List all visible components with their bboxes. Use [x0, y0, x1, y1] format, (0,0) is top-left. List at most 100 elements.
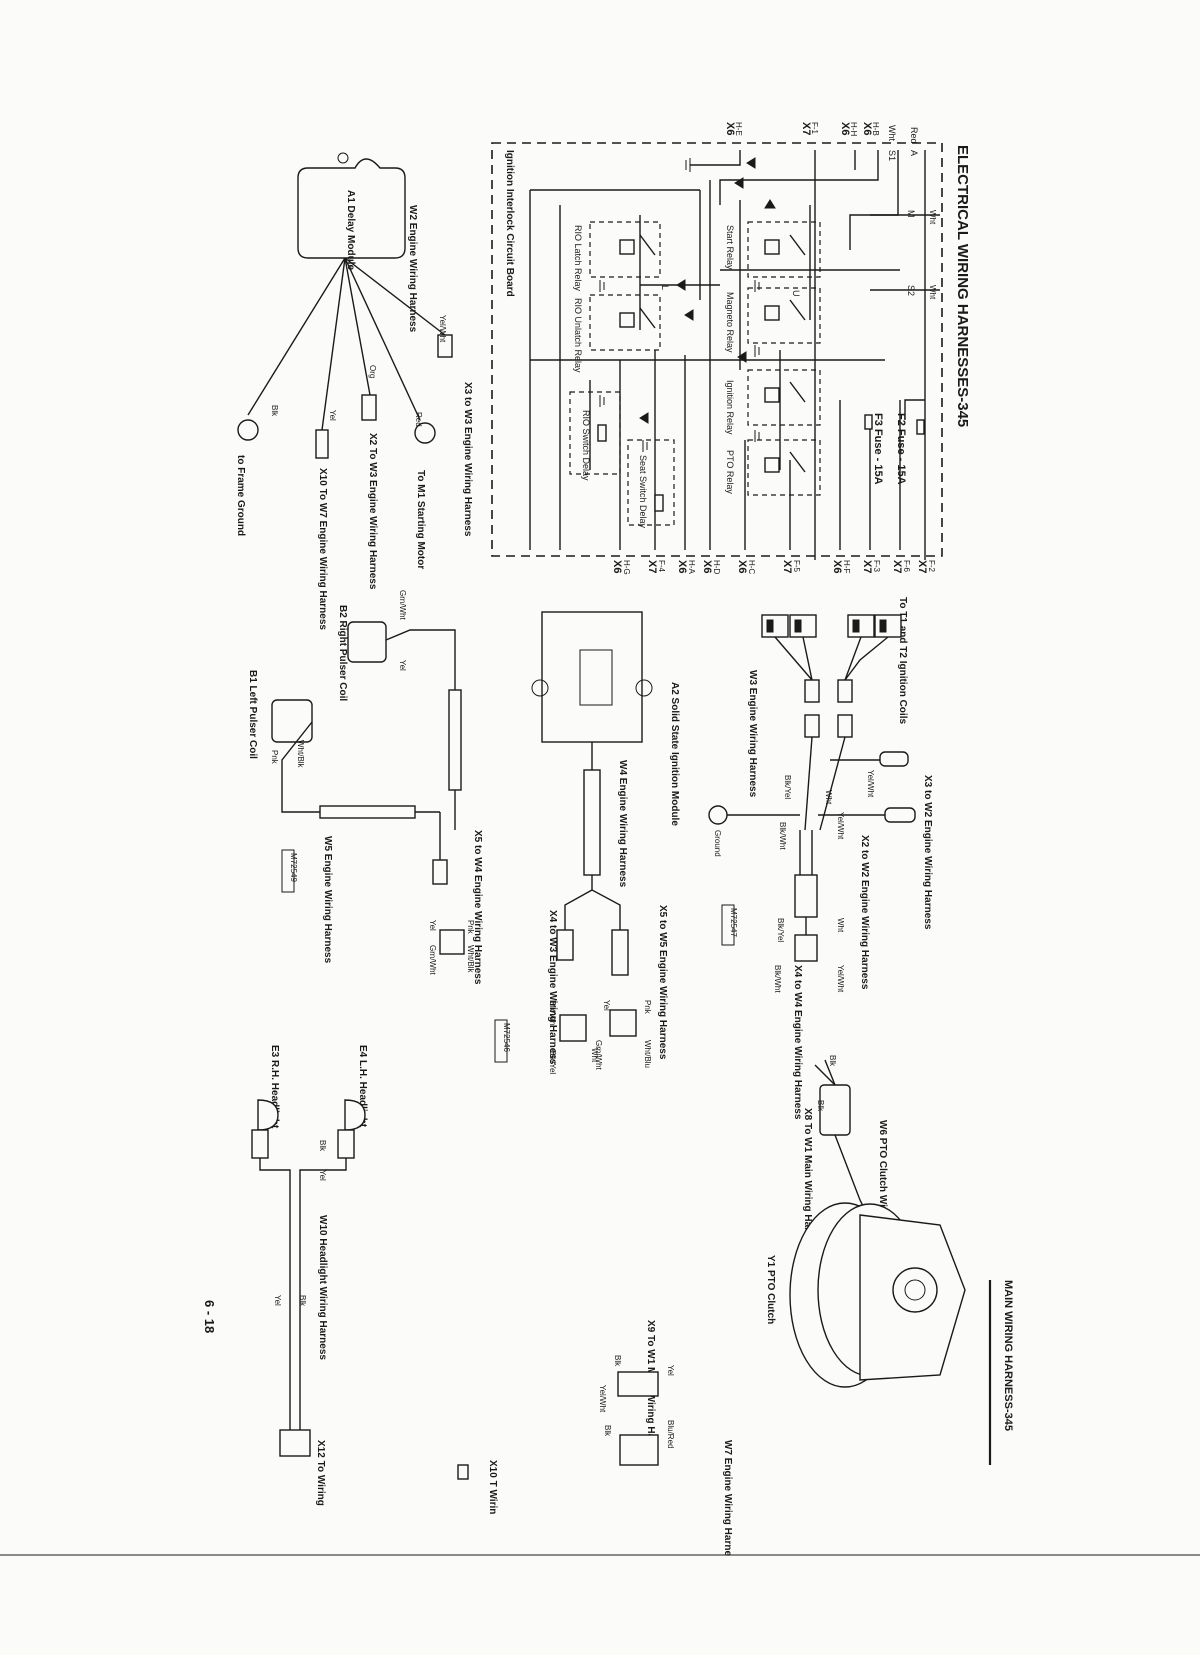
- delay-dest-m1: To M1 Starting Motor: [415, 470, 426, 569]
- w3-wire-8: Yel/Wht: [836, 965, 845, 993]
- top-connector-5-pin: F-5: [792, 560, 801, 573]
- diode-6: [737, 351, 747, 363]
- w3-ground-terminal: [708, 805, 728, 825]
- diagram-title: ELECTRICAL WIRING HARNESSES-345: [954, 145, 971, 427]
- delay-terminal-red: [414, 422, 436, 444]
- w3-lead-1: [844, 636, 889, 681]
- connector-x6-hh-name: X6: [839, 122, 851, 135]
- delay-connector-org: [361, 394, 377, 421]
- w3-wire-3: Wht: [824, 790, 833, 805]
- start-relay: Start Relay: [725, 221, 821, 278]
- delay-connector-yel: [315, 429, 329, 459]
- seat-switch-delay-outline: [627, 439, 675, 526]
- w3-wire-4: Yel/Wht: [836, 812, 845, 840]
- headlight-group: E4 L.H. Headlight E3 R.H. Headlight W10 …: [251, 1045, 368, 1506]
- pto-clutch-label: Y1 PTO Clutch: [765, 1255, 776, 1324]
- delay-wire-red: [344, 257, 421, 421]
- delay-wire-yel: [321, 257, 346, 431]
- pto-clutch-group: W6 PTO Clutch Wiring Harness X8 To W1 Ma…: [765, 1055, 966, 1388]
- connector-x6-hb-pin: H-B: [871, 122, 880, 136]
- top-connector-7-name: X6: [701, 560, 713, 573]
- circuit-board-label: Ignition Interlock Circuit Board: [504, 150, 515, 297]
- w5-harness-label: W5 Engine Wiring Harness: [322, 836, 333, 964]
- top-connector-8-pin: H-A: [687, 560, 696, 574]
- pto-relay-outline: [747, 439, 821, 496]
- ignition-relay-outline: [747, 369, 821, 426]
- w5-right-lead: [385, 629, 456, 830]
- headlight-wire-blk: Blk: [318, 1140, 327, 1152]
- delay-dest-x10: X10 To W7 Engine Wiring Harness: [317, 468, 328, 630]
- diode-3: [764, 199, 776, 209]
- pto-relay-contact: [789, 451, 806, 473]
- w7-wire-yelwht: Yel/Wht: [598, 1385, 607, 1413]
- delay-wire-label-yelwht: Yel/Wht: [438, 315, 447, 343]
- w3-x3-label: X3 to W2 Engine Wiring Harness: [922, 775, 933, 930]
- unlatch-relay-contact: [639, 307, 656, 329]
- delay-wire-label-org: Org: [368, 365, 377, 378]
- w4-x5-label: X5 to W5 Engine Wiring Harness: [657, 905, 668, 1060]
- pto-relay: PTO Relay: [725, 439, 821, 496]
- headlight-wire-blk-2: Blk: [298, 1295, 307, 1307]
- w5-wire-6: Wht/Blk: [466, 945, 475, 974]
- delay-wire-label-blk: Blk: [270, 405, 279, 417]
- top-connector-4-pin: H-F: [842, 560, 851, 573]
- coil-connector-2-pin: [852, 619, 860, 633]
- connector-red-pin: A: [909, 150, 919, 156]
- top-connector-2-name: X7: [891, 560, 903, 573]
- w3-lead-2: [844, 636, 862, 681]
- coil-connector-1: [874, 614, 902, 638]
- right-pulser-label: B2 Right Pulser Coil: [337, 605, 348, 701]
- fuse-f2: F2 Fuse - 15A: [895, 413, 925, 485]
- w3-x2-label: X2 to W2 Engine Wiring Harness: [859, 835, 870, 990]
- headlight-lh-label: E4 L.H. Headlight: [357, 1045, 368, 1128]
- w4-wire-wht: Wht: [590, 1048, 599, 1063]
- ignition-relay-contact: [789, 381, 806, 403]
- fuse-f3-label: F3 Fuse - 15A: [872, 413, 884, 485]
- headlight-x12-label: X12 To Wiring: [315, 1440, 326, 1506]
- headlight-wire-yel-2: Yel: [273, 1295, 282, 1306]
- fuse-f3: F3 Fuse - 15A: [864, 413, 884, 485]
- w3-ground-label: Ground: [713, 830, 722, 857]
- w3-connector-body: [794, 874, 818, 918]
- w4-branch-x4: [564, 889, 593, 930]
- delay-module-label: A1 Delay Module: [345, 190, 356, 270]
- w4-harness-group: A2 Solid State Ignition Module W4 Engine…: [494, 611, 680, 1074]
- wire-label-s2: S2: [906, 285, 916, 296]
- top-connector-8-name: X6: [676, 560, 688, 573]
- w4-x4-endview: [559, 1014, 587, 1042]
- delay-wire-label-red: Red: [414, 412, 423, 427]
- top-connector-9-pin: F-4: [657, 560, 666, 573]
- left-pulser-label: B1 Left Pulser Coil: [247, 670, 258, 759]
- pto-lead-b: [824, 1059, 836, 1086]
- w3-wire-7: Wht: [836, 918, 845, 933]
- delay-dest-x2: X2 To W3 Engine Wiring Harness: [367, 433, 378, 590]
- coil-connector-2: [847, 614, 875, 638]
- top-connector-6-name: X6: [736, 560, 748, 573]
- w3-wire-5: Blk/Wht: [778, 822, 787, 850]
- wire-he: [690, 150, 741, 166]
- unlatch-relay: U RIO Unlatch Relay: [573, 290, 801, 373]
- w3-trunk-b: [804, 736, 813, 831]
- w4-branch-x5: [591, 875, 621, 930]
- headlight-rh-label: E3 R.H. Headlight: [269, 1045, 280, 1129]
- schematic-grounds: [599, 280, 760, 452]
- w7-wire-blured: Blu/Red: [666, 1420, 675, 1448]
- delay-module-mount: [337, 152, 349, 164]
- diode-4: [676, 279, 686, 291]
- w7-group: W7 Engine Wiring Harne X9 To W1 Main Wir…: [457, 1320, 733, 1556]
- delay-module-group: A1 Delay Module W2 Engine Wiring Harness…: [235, 152, 473, 630]
- connector-x6-hh-pin: H-H: [849, 122, 858, 136]
- delay-wire-org: [344, 257, 371, 396]
- wire-hb: [719, 150, 879, 205]
- rio-switch-delay-resistor: [597, 424, 607, 442]
- connector-wht-pin: S1: [887, 150, 897, 161]
- w4-x4-label: X4 to W3 Engine Wiring Harness: [547, 910, 558, 1065]
- ignition-relay: Ignition Relay: [725, 369, 821, 435]
- w5-x5-connector: [432, 859, 448, 885]
- w5-wire-2: Yel: [398, 660, 407, 671]
- coil-connector-3: [789, 614, 817, 638]
- fuse-f3-symbol: [864, 414, 873, 430]
- delay-dest-x3: X3 to W3 Engine Wiring Harness: [462, 382, 473, 537]
